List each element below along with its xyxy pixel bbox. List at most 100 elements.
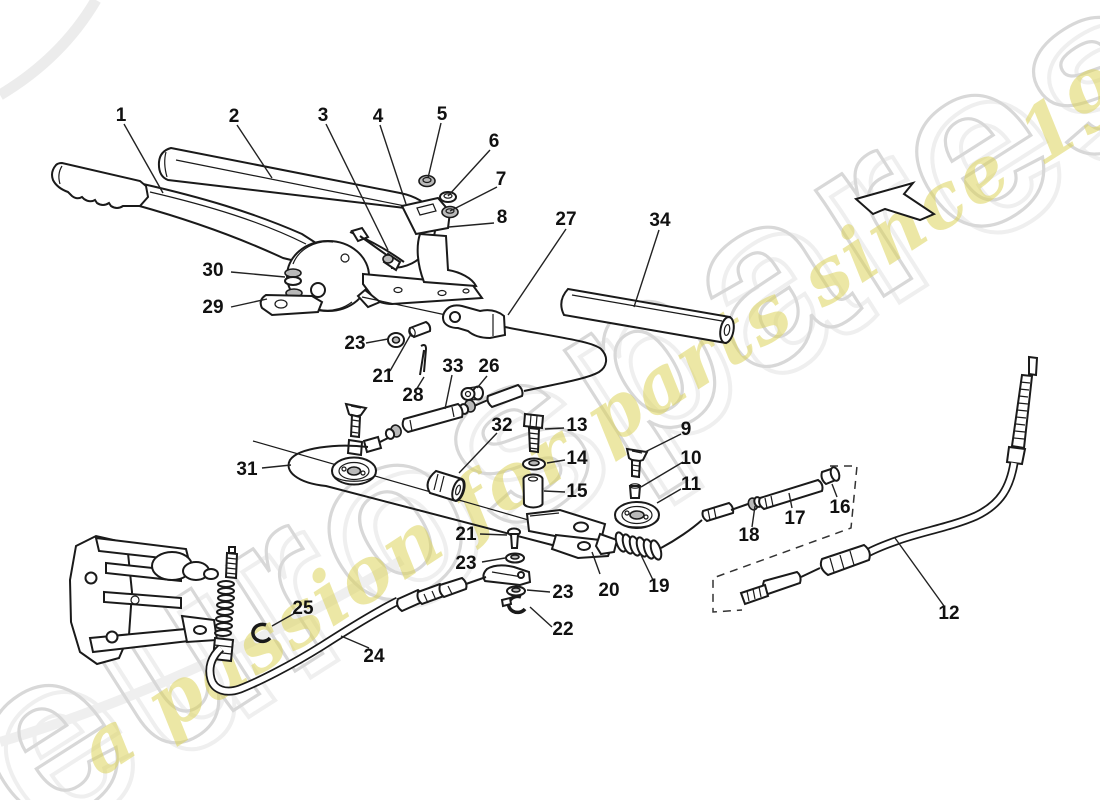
part-bolt-stack-13-14-15	[522, 412, 546, 509]
part-caliper	[68, 534, 487, 696]
part-callout-2[interactable]: 2	[229, 106, 273, 179]
part-callout-23[interactable]: 23	[526, 582, 574, 603]
part-callout-30[interactable]: 30	[202, 260, 286, 281]
part-callout-31[interactable]: 31	[236, 459, 292, 480]
part-rod-34	[560, 287, 735, 345]
callout-number[interactable]: 34	[649, 210, 671, 231]
callout-number[interactable]: 32	[491, 415, 512, 436]
callout-leader-line	[526, 589, 551, 593]
callout-number[interactable]: 23	[344, 333, 365, 354]
callout-number[interactable]: 15	[566, 481, 588, 502]
callout-number[interactable]: 19	[648, 576, 669, 597]
part-callout-32[interactable]: 32	[458, 415, 513, 474]
callout-leader-line	[529, 606, 553, 628]
callout-number[interactable]: 26	[478, 356, 499, 377]
callout-leader-line	[389, 333, 412, 372]
callout-number[interactable]: 9	[681, 419, 692, 440]
callout-leader-line	[365, 338, 389, 344]
part-pulley-11	[614, 447, 660, 529]
part-callout-13[interactable]: 13	[544, 415, 588, 436]
callout-number[interactable]: 12	[938, 603, 959, 624]
part-pulley-31	[252, 402, 557, 547]
drawing-layer	[51, 146, 1039, 696]
part-callout-16[interactable]: 16	[829, 483, 851, 518]
part-callout-21[interactable]: 21	[372, 333, 412, 387]
part-callout-5[interactable]: 5	[427, 104, 448, 179]
callout-leader-line	[448, 222, 495, 228]
callout-number[interactable]: 11	[681, 474, 702, 495]
part-callout-6[interactable]: 6	[447, 131, 500, 197]
callout-number[interactable]: 10	[680, 448, 701, 469]
callout-leader-line	[427, 122, 442, 179]
callout-leader-line	[379, 124, 407, 205]
part-bracket-20	[482, 508, 619, 615]
watermark-swoosh	[0, 0, 101, 100]
part-callout-14[interactable]: 14	[546, 448, 588, 469]
part-callout-4[interactable]: 4	[373, 106, 407, 205]
callout-leader-line	[639, 552, 654, 581]
callout-number[interactable]: 18	[738, 525, 759, 546]
part-callout-26[interactable]: 26	[476, 356, 500, 389]
callout-number[interactable]: 4	[373, 106, 384, 127]
callout-number[interactable]: 7	[496, 169, 507, 190]
callout-number[interactable]: 22	[552, 619, 573, 640]
callout-number[interactable]: 30	[202, 260, 223, 281]
part-callout-19[interactable]: 19	[639, 552, 670, 597]
part-callout-11[interactable]: 11	[656, 474, 702, 504]
callout-number[interactable]: 27	[555, 209, 576, 230]
part-callout-23[interactable]: 23	[455, 553, 506, 574]
part-callout-9[interactable]: 9	[644, 419, 692, 453]
part-callout-23[interactable]: 23	[344, 333, 389, 354]
part-callout-22[interactable]: 22	[529, 606, 574, 640]
callout-leader-line	[236, 124, 273, 179]
part-handbrake-lever	[51, 146, 484, 317]
callout-number[interactable]: 6	[489, 131, 500, 152]
callout-number[interactable]: 24	[363, 646, 385, 667]
callout-leader-line	[476, 375, 488, 389]
part-callout-8[interactable]: 8	[448, 207, 508, 228]
part-callout-33[interactable]: 33	[442, 356, 464, 410]
part-callout-28[interactable]: 28	[402, 376, 425, 406]
callout-number[interactable]: 23	[455, 553, 476, 574]
callout-leader-line	[449, 186, 498, 212]
part-callout-17[interactable]: 17	[784, 492, 806, 529]
part-roller-32	[426, 469, 466, 503]
callout-number[interactable]: 28	[402, 385, 423, 406]
part-callout-24[interactable]: 24	[340, 635, 385, 667]
callout-number[interactable]: 33	[442, 356, 463, 377]
callout-number[interactable]: 23	[552, 582, 573, 603]
part-callout-10[interactable]: 10	[640, 448, 702, 488]
callout-leader-line	[644, 433, 682, 453]
callout-number[interactable]: 14	[566, 448, 588, 469]
part-callout-21[interactable]: 21	[455, 524, 508, 545]
callout-leader-line	[640, 461, 684, 488]
callout-number[interactable]: 5	[437, 104, 448, 125]
part-callout-34[interactable]: 34	[633, 210, 671, 308]
part-callout-20[interactable]: 20	[591, 551, 620, 601]
callout-number[interactable]: 20	[598, 580, 619, 601]
callout-number[interactable]: 21	[455, 524, 477, 545]
callout-number[interactable]: 16	[829, 497, 850, 518]
callout-number[interactable]: 2	[229, 106, 240, 127]
callout-leader-line	[458, 432, 498, 474]
callout-number[interactable]: 29	[202, 297, 223, 318]
callout-number[interactable]: 31	[236, 459, 258, 480]
part-callout-29[interactable]: 29	[202, 297, 268, 318]
callout-leader-line	[271, 612, 296, 627]
callout-number[interactable]: 17	[784, 508, 805, 529]
callout-number[interactable]: 21	[372, 366, 394, 387]
part-callout-7[interactable]: 7	[449, 169, 507, 212]
part-callout-27[interactable]: 27	[507, 209, 577, 316]
part-callout-3[interactable]: 3	[318, 105, 389, 251]
callout-number[interactable]: 1	[116, 105, 127, 126]
callout-number[interactable]: 13	[566, 415, 587, 436]
callout-number[interactable]: 3	[318, 105, 329, 126]
callout-number[interactable]: 8	[497, 207, 508, 228]
part-callout-25[interactable]: 25	[271, 598, 314, 627]
part-callout-18[interactable]: 18	[738, 505, 760, 546]
part-callout-12[interactable]: 12	[894, 537, 960, 624]
callout-number[interactable]: 25	[292, 598, 314, 619]
part-callout-1[interactable]: 1	[116, 105, 164, 194]
part-callout-15[interactable]: 15	[543, 481, 588, 502]
